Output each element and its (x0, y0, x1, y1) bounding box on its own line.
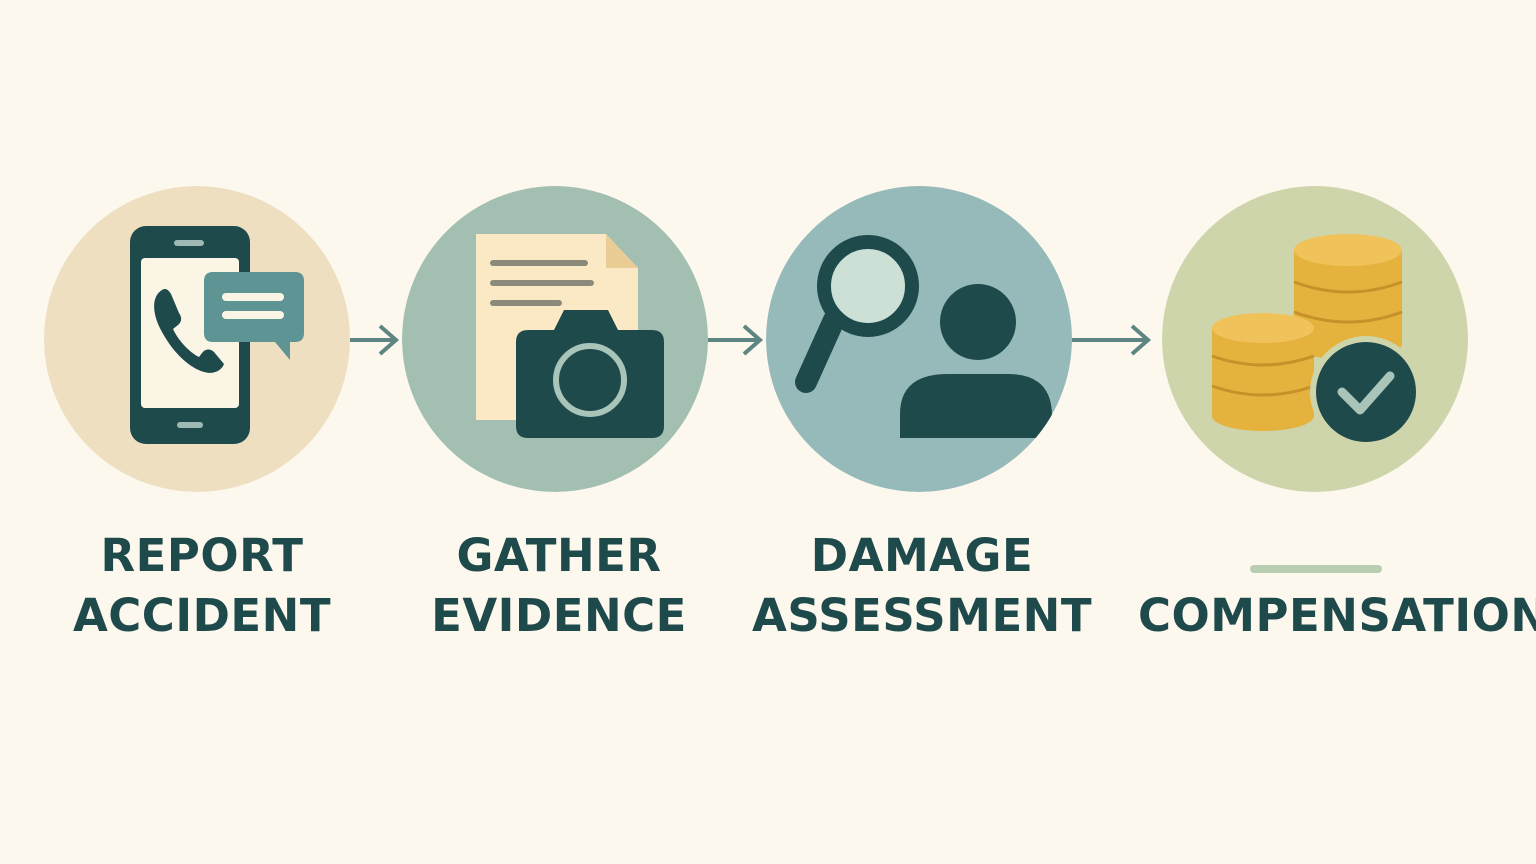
label-line: GATHER (456, 529, 662, 582)
label-report-accident: REPORT ACCIDENT (44, 526, 360, 646)
compensation-divider (1250, 565, 1382, 573)
label-line: EVIDENCE (431, 589, 687, 642)
label-damage-assessment: DAMAGE ASSESSMENT (752, 526, 1092, 646)
magnifier-person-icon (766, 186, 1072, 492)
document-camera-icon (402, 186, 708, 492)
label-line: REPORT (100, 529, 304, 582)
label-gather-evidence: GATHER EVIDENCE (404, 526, 714, 646)
compensation-circle (1162, 186, 1468, 492)
step-gather-evidence (402, 186, 708, 492)
label-compensation: COMPENSATION (1138, 586, 1536, 646)
arrow-right-icon (350, 324, 400, 356)
gather-circle (402, 186, 708, 492)
label-line: ACCIDENT (72, 589, 332, 642)
report-circle (44, 186, 350, 492)
damage-circle (766, 186, 1072, 492)
coins-check-icon (1162, 186, 1468, 492)
arrow-right-icon (1072, 324, 1152, 356)
step-report-accident (44, 186, 350, 492)
step-damage-assessment (766, 186, 1072, 492)
phone-chat-icon (44, 186, 350, 492)
label-line: COMPENSATION (1138, 589, 1536, 642)
step-compensation (1162, 186, 1468, 492)
arrow-right-icon (708, 324, 764, 356)
label-line: DAMAGE (810, 529, 1034, 582)
label-line: ASSESSMENT (752, 589, 1093, 642)
